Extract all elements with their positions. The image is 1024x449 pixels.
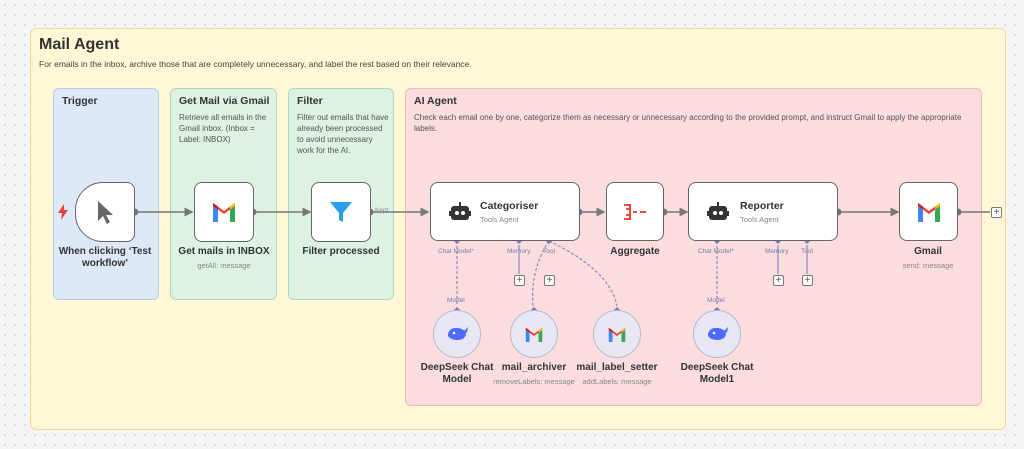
robot-icon [707, 201, 729, 222]
port-label-kept: Kept [375, 207, 389, 214]
section-title: Trigger [62, 95, 98, 107]
deepseek-model-node[interactable] [433, 310, 481, 358]
node-subtitle: send: message [902, 261, 954, 270]
add-tool-button[interactable]: + [544, 275, 555, 286]
section-title: Filter [297, 95, 323, 107]
node-subtitle: addLabels: message [582, 377, 652, 386]
section-description: Check each email one by one, categorize … [414, 113, 962, 133]
section-description: Filter out emails that have already been… [297, 113, 389, 155]
reporter-agent-node[interactable] [688, 182, 838, 241]
section-title: Get Mail via Gmail [179, 95, 270, 107]
gmail-icon [524, 327, 544, 342]
node-label: Filter processed [302, 246, 380, 257]
mail-label-setter-node[interactable] [593, 310, 641, 358]
filter-icon [329, 200, 353, 224]
node-subtitle: removeLabels: message [493, 377, 575, 386]
workflow-title: Mail Agent [39, 36, 120, 53]
add-node-button[interactable]: + [991, 207, 1002, 218]
node-label: mail_archiver [501, 362, 567, 373]
port-label-tool: Tool [543, 248, 555, 255]
node-label: DeepSeek Chat Model [420, 362, 494, 385]
port-label-chat-model: Chat Model* [698, 248, 734, 255]
trigger-node[interactable] [75, 182, 135, 242]
trigger-bolt-icon [58, 204, 68, 225]
aggregate-icon [622, 202, 648, 222]
port-label-model: Model [447, 297, 465, 304]
node-subtitle: getAll: message [197, 261, 251, 270]
deepseek-model-node[interactable] [693, 310, 741, 358]
mail-archiver-node[interactable] [510, 310, 558, 358]
port-label-tool: Tool [801, 248, 813, 255]
node-label: Aggregate [610, 246, 660, 257]
gmail-send-node[interactable] [899, 182, 958, 241]
cursor-icon [94, 199, 116, 225]
add-memory-button[interactable]: + [514, 275, 525, 286]
port-label-chat-model: Chat Model* [438, 248, 474, 255]
get-mails-node[interactable] [194, 182, 254, 242]
gmail-icon [607, 327, 627, 342]
node-title: Reporter [740, 200, 784, 212]
deepseek-whale-icon [446, 325, 468, 343]
robot-icon [449, 201, 471, 222]
node-subtitle: Tools Agent [740, 215, 779, 224]
node-label: DeepSeek Chat Model1 [680, 362, 754, 385]
aggregate-node[interactable] [606, 182, 664, 241]
node-title: Categoriser [480, 200, 539, 212]
port-label-model: Model [707, 297, 725, 304]
node-label: mail_label_setter [576, 362, 658, 373]
add-tool-button[interactable]: + [802, 275, 813, 286]
port-label-memory: Memory [765, 248, 789, 255]
port-label-memory: Memory [507, 248, 531, 255]
node-label: Get mails in INBOX [178, 246, 270, 257]
deepseek-whale-icon [706, 325, 728, 343]
section-title: AI Agent [414, 95, 457, 107]
node-subtitle: Tools Agent [480, 215, 519, 224]
node-label: When clicking ‘Test workflow’ [58, 246, 152, 269]
section-ai-agent[interactable]: AI Agent Check each email one by one, ca… [405, 88, 982, 406]
categoriser-agent-node[interactable] [430, 182, 580, 241]
node-label: Gmail [914, 246, 942, 257]
section-description: Retrieve all emails in the Gmail inbox. … [179, 113, 267, 144]
gmail-icon [211, 202, 237, 222]
add-memory-button[interactable]: + [773, 275, 784, 286]
workflow-description: For emails in the inbox, archive those t… [39, 59, 472, 69]
filter-node[interactable] [311, 182, 371, 242]
gmail-icon [916, 202, 942, 222]
